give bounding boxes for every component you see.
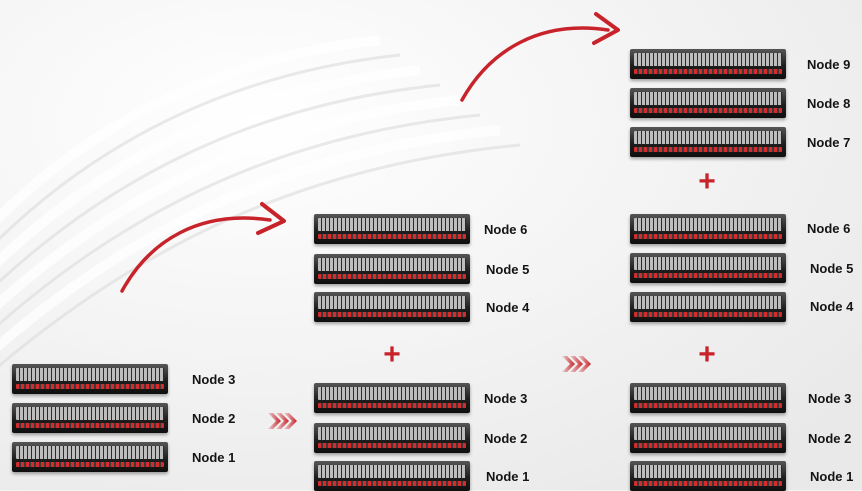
node-label: Node 1 [192, 450, 236, 465]
server-node-icon [314, 423, 470, 453]
node-label: Node 3 [192, 372, 236, 387]
plus-icon: + [698, 165, 716, 198]
node-label: Node 2 [192, 411, 236, 426]
node-label: Node 2 [484, 431, 528, 446]
server-node-icon [630, 461, 786, 491]
server-node-icon [630, 383, 786, 413]
plus-icon: + [698, 338, 716, 371]
server-node-icon [12, 364, 168, 394]
plus-icon: + [383, 338, 401, 371]
server-node-icon [12, 403, 168, 433]
node-label: Node 2 [808, 431, 852, 446]
server-node-icon [314, 383, 470, 413]
server-node-icon [630, 49, 786, 79]
server-node-icon [630, 88, 786, 118]
server-node-icon [630, 292, 786, 322]
server-node-icon [630, 127, 786, 157]
server-node-icon [314, 292, 470, 322]
server-node-icon [630, 253, 786, 283]
node-label: Node 1 [486, 469, 530, 484]
node-label: Node 5 [486, 262, 530, 277]
server-node-icon [630, 423, 786, 453]
node-label: Node 1 [810, 469, 854, 484]
server-node-icon [12, 442, 168, 472]
node-label: Node 3 [808, 391, 852, 406]
server-node-icon [630, 214, 786, 244]
node-label: Node 9 [807, 57, 851, 72]
node-label: Node 4 [810, 299, 854, 314]
node-label: Node 3 [484, 391, 528, 406]
server-node-icon [314, 461, 470, 491]
node-label: Node 6 [484, 222, 528, 237]
node-label: Node 4 [486, 300, 530, 315]
node-label: Node 8 [807, 96, 851, 111]
node-label: Node 5 [810, 261, 854, 276]
double-chevron-right-icon [268, 413, 297, 429]
node-label: Node 7 [807, 135, 851, 150]
node-label: Node 6 [807, 221, 851, 236]
server-node-icon [314, 254, 470, 284]
double-chevron-right-icon [562, 356, 591, 372]
server-node-icon [314, 214, 470, 244]
